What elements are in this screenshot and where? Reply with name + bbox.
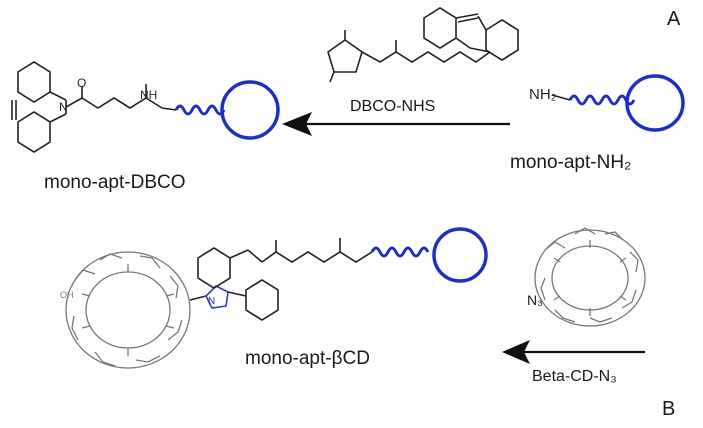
- atom-triazole-n: N: [208, 296, 216, 307]
- atom-n-amide: N: [59, 100, 68, 114]
- reaction-arrow-b: [502, 340, 645, 364]
- atom-nh: NH: [140, 88, 158, 102]
- aptamer-nh2: [551, 74, 685, 132]
- mono-apt-bcd-structure: [189, 227, 488, 321]
- beta-cd-ring: [534, 227, 646, 327]
- panel-letter-b: B: [662, 398, 676, 420]
- label-mono-apt-bcd: mono-apt-βCD: [245, 348, 370, 369]
- dbco-nhs-structure: [327, 7, 519, 83]
- cd-ring-product: [65, 251, 191, 369]
- label-mono-apt-dbco: mono-apt-DBCO: [44, 172, 186, 193]
- panel-letter-a: A: [667, 8, 681, 30]
- label-mono-apt-nh2: mono-apt-NH₂: [510, 152, 632, 173]
- atom-o: O: [77, 76, 87, 90]
- atom-oh: OH: [60, 290, 74, 300]
- reagent-beta-cd-n3: Beta-CD-N₃: [532, 368, 617, 385]
- reaction-arrow-a: [282, 112, 510, 136]
- mono-apt-dbco-structure: [11, 61, 280, 153]
- atom-n3: N₃: [527, 292, 543, 308]
- reagent-dbco-nhs: DBCO-NHS: [350, 98, 436, 115]
- atom-nh2: NH₂: [529, 86, 557, 103]
